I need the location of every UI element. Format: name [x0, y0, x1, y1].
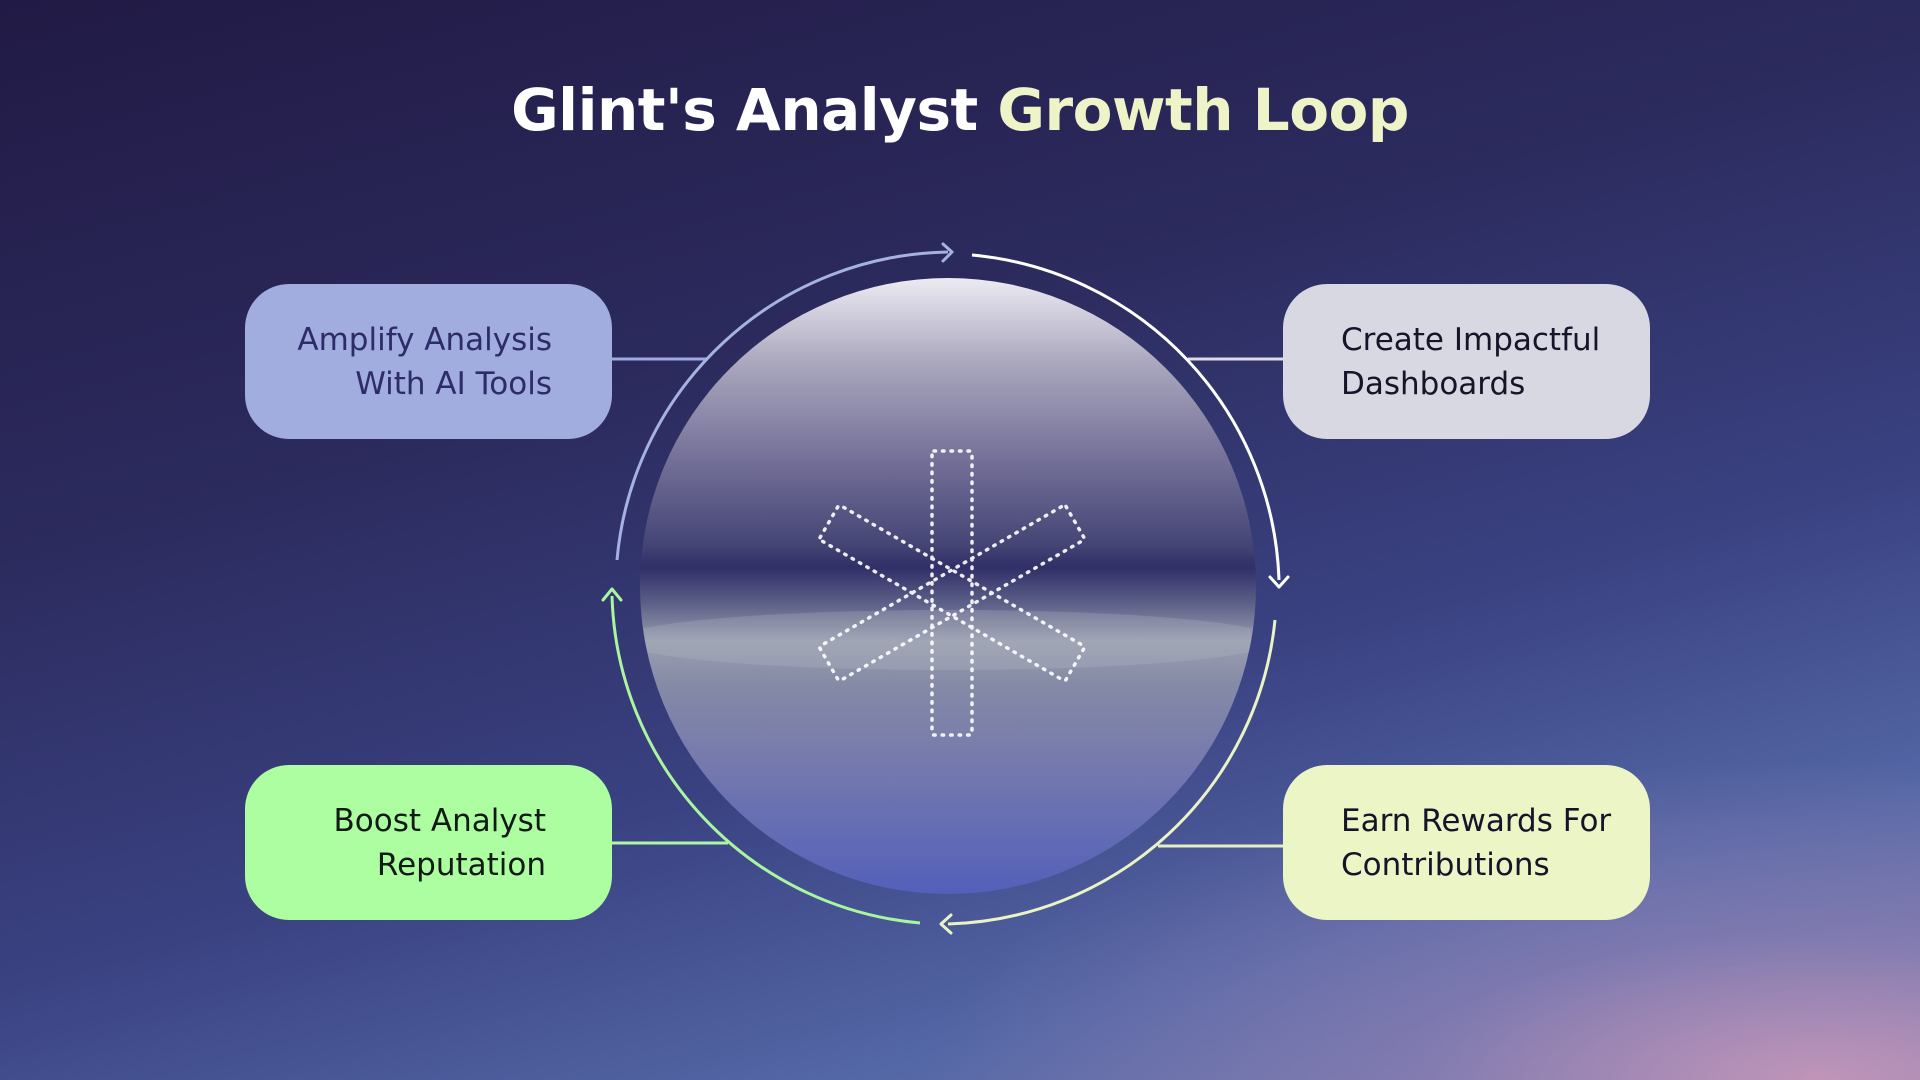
step-card-amplify: Amplify Analysis With AI Tools — [245, 284, 612, 439]
arrow-head-left — [601, 587, 623, 602]
sphere-glow-band — [640, 610, 1256, 670]
loop-arc-earn-to-boost — [947, 619, 1277, 926]
step-label-create: Create Impactful Dashboards — [1341, 321, 1601, 402]
center-sphere — [640, 278, 1256, 894]
loop-arc-amplify-to-create — [615, 250, 949, 561]
step-label-earn: Earn Rewards For Contributions — [1341, 802, 1612, 883]
step-card-boost: Boost Analyst Reputation — [245, 765, 612, 920]
dotted-asterisk-icon — [818, 449, 1086, 737]
step-card-create: Create Impactful Dashboards — [1283, 284, 1650, 439]
page-title: Glint's Analyst Growth Loop — [0, 76, 1920, 144]
step-label-amplify: Amplify Analysis With AI Tools — [297, 321, 552, 402]
loop-arc-create-to-earn — [971, 253, 1281, 581]
title-accent: Growth Loop — [997, 76, 1409, 144]
step-label-boost: Boost Analyst Reputation — [333, 802, 546, 883]
title-main: Glint's Analyst — [511, 76, 998, 144]
arrow-head-top — [941, 242, 954, 263]
loop-arc-boost-to-amplify — [610, 595, 921, 925]
arrow-head-bottom — [939, 913, 953, 935]
arrow-head-right — [1268, 575, 1290, 589]
step-card-earn: Earn Rewards For Contributions — [1283, 765, 1650, 920]
